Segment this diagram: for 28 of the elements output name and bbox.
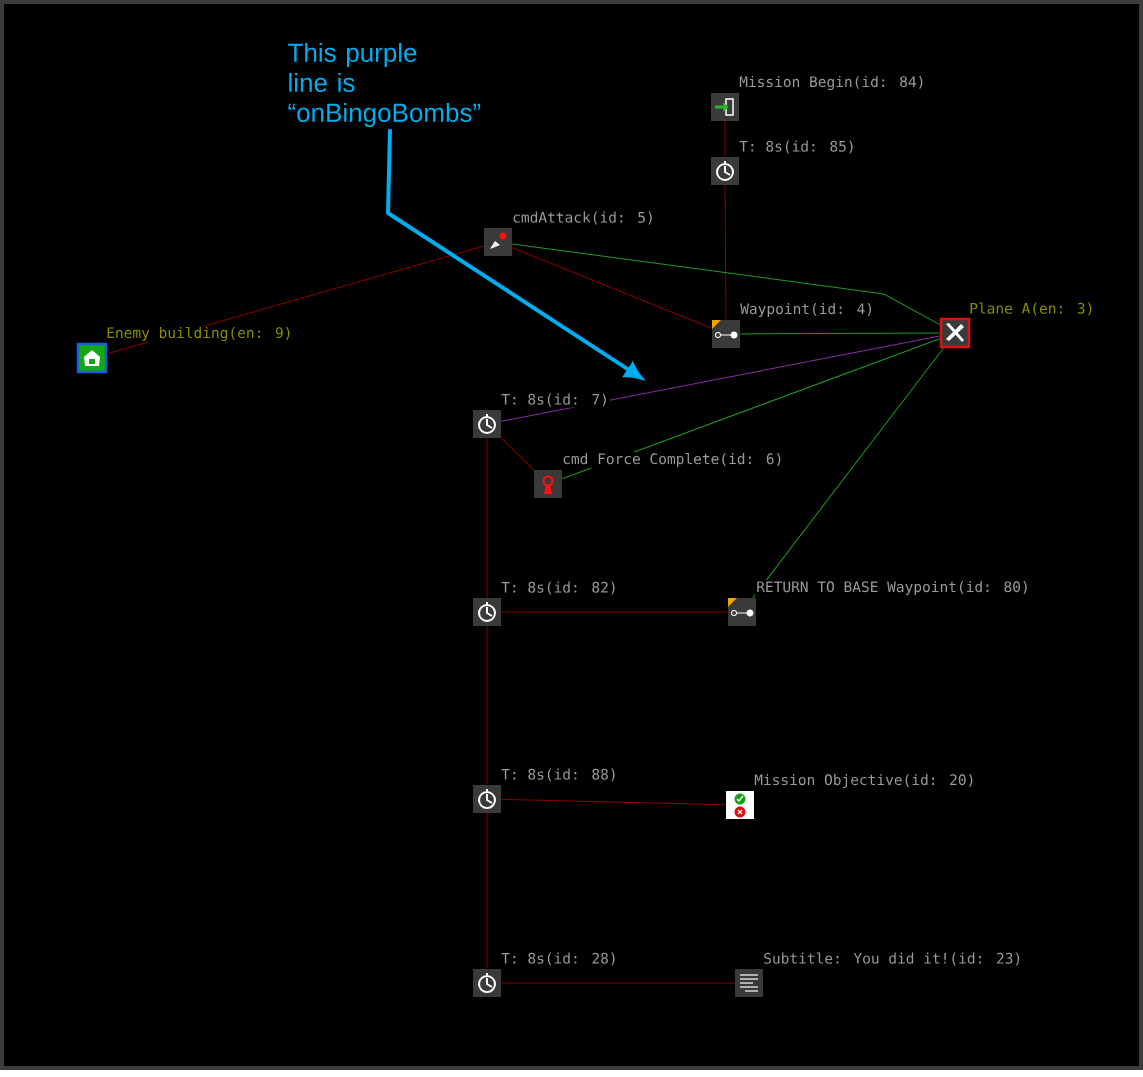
objective-icon-box [726,791,754,819]
subtitle-icon-box [735,969,763,997]
waypoint-icon-box [712,320,740,348]
connector-line [561,338,941,480]
connector-line [486,437,488,599]
connector-line [500,611,729,613]
exit-icon-box [711,93,739,121]
connector-line [486,625,488,786]
connector-line [739,332,941,335]
timer-icon-box [473,598,501,626]
force-icon-box [534,470,562,498]
connector-line [724,184,727,321]
node-label: T: 8s(id: 7) [501,393,606,407]
connector-line [724,120,726,158]
timer-icon-box [711,157,739,185]
connector-line [500,982,736,984]
connector-line [752,347,944,599]
callout-text: This purple line is “onBingoBombs” [288,42,481,128]
timer-icon-box [473,969,501,997]
connector-line [500,798,727,806]
connector-line [486,812,488,970]
timer-icon-box [473,785,501,813]
connector-line [500,437,535,471]
waypoint-icon-box [728,598,756,626]
timer-icon-box [473,410,501,438]
building-icon-box [76,342,108,374]
connector-line [500,335,941,422]
plane-icon-box [939,317,971,349]
